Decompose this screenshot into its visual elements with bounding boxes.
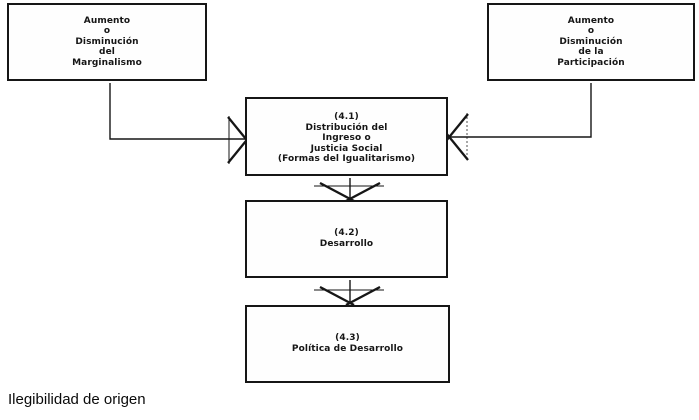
- box-text-line: Justicia Social: [310, 143, 383, 154]
- box-text-line: (4.3): [335, 333, 360, 344]
- box-text-line: Desarrollo: [319, 239, 374, 249]
- connector-right-elbow: [450, 83, 592, 138]
- box-42-desarrollo: (4.2) Desarrollo: [245, 200, 448, 278]
- box-text-line: Disminución: [559, 36, 623, 47]
- box-text-line: o: [587, 26, 595, 37]
- box-text-line: (4.2): [334, 228, 359, 239]
- box-text-line: Participación: [557, 57, 625, 68]
- caption-ilegibilidad: Ilegibilidad de origen: [8, 391, 146, 408]
- box-text-line: Aumento: [83, 15, 131, 26]
- box-aumento-disminucion-marginalismo: Aumento o Disminución del Marginalismo: [7, 3, 207, 81]
- arrowhead-down-2-icon: [314, 285, 384, 307]
- connector-left-elbow: [109, 83, 245, 140]
- box-text-line: del: [99, 47, 115, 58]
- box-text-line: Marginalismo: [72, 57, 142, 68]
- arrowhead-right-icon: [445, 113, 469, 161]
- box-text-line: (Formas del Igualitarismo): [277, 154, 416, 165]
- box-text-line: (4.1): [334, 112, 359, 123]
- box-41-distribucion-ingreso: (4.1) Distribución del Ingreso o Justici…: [245, 97, 448, 176]
- box-text-line: Aumento: [567, 15, 615, 26]
- box-text-line: Distribución del: [305, 122, 388, 133]
- box-text-line: de la: [578, 47, 604, 58]
- arrowhead-down-1-icon: [314, 181, 384, 203]
- box-text-line: o: [103, 26, 111, 37]
- box-text-line: Disminución: [75, 36, 139, 47]
- box-text-line: Política de Desarrollo: [291, 344, 404, 354]
- box-text-line: Ingreso o: [322, 133, 371, 144]
- box-aumento-disminucion-participacion: Aumento o Disminución de la Participació…: [487, 3, 695, 81]
- box-43-politica-de-desarrollo: (4.3) Política de Desarrollo: [245, 305, 450, 383]
